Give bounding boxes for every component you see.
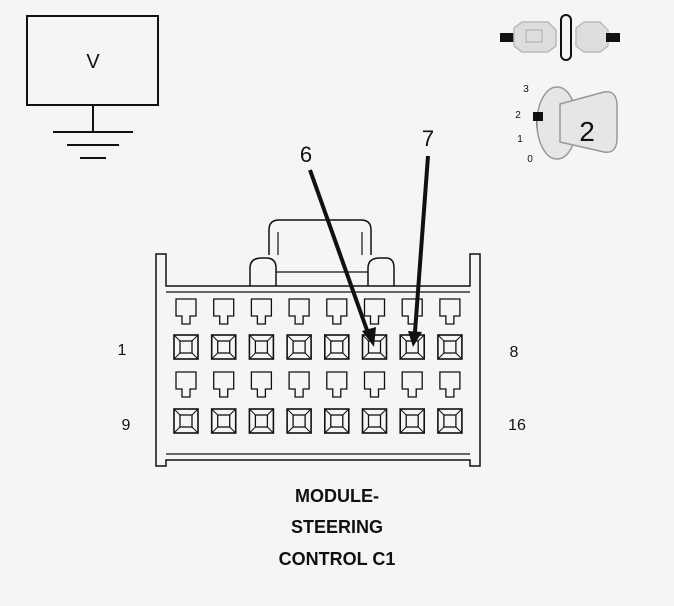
pin-terminal-12 (292, 414, 306, 428)
pin-terminal-13 (330, 414, 344, 428)
pin-latch-1 (175, 298, 197, 325)
pin-latch-4 (288, 298, 310, 325)
pin-cavity-15 (399, 408, 426, 434)
pin-bevel-9 (173, 408, 199, 434)
pin-latch-10 (213, 371, 235, 398)
pin-terminal-15 (405, 414, 419, 428)
pin-bevel-10 (211, 408, 237, 434)
callout-7: 7 (408, 126, 434, 347)
pin-cavity-3 (248, 334, 275, 360)
pin-latch-12 (288, 371, 310, 398)
voltmeter-label: V (86, 51, 100, 73)
voltmeter-symbol: V (26, 15, 159, 159)
pin-terminal-14 (367, 414, 382, 428)
pin-bevel-14 (362, 408, 387, 434)
pin-bevel-13 (324, 408, 350, 434)
pin-cavity-13 (323, 408, 350, 434)
pin-bevel-6 (362, 334, 387, 360)
caption-line-1: MODULE- (295, 486, 379, 506)
pin-latch-9 (175, 371, 197, 398)
pin-terminal-1 (179, 340, 193, 354)
pin-terminal-10 (217, 414, 231, 428)
connector-pins (173, 298, 463, 434)
pin-bevel-4 (286, 334, 312, 360)
caption-line-2: STEERING (290, 517, 383, 537)
pin-cavity-10 (210, 408, 237, 434)
pin-terminal-5 (330, 340, 344, 354)
caption-line-3: CONTROL C1 (278, 549, 396, 569)
disconnect-connector-icon (500, 14, 620, 61)
pin-latch-3 (250, 298, 273, 325)
pin-latch-14 (363, 371, 386, 398)
pin-bevel-16 (437, 408, 463, 434)
pin-terminal-4 (292, 340, 306, 354)
pin-terminal-6 (367, 340, 382, 354)
pin-bevel-12 (286, 408, 312, 434)
pin-label-16: 16 (508, 417, 526, 434)
pin-bevel-15 (399, 408, 425, 434)
pin-latch-6 (363, 298, 386, 325)
callout-6-label: 6 (300, 142, 312, 167)
pin-cavity-9 (173, 408, 199, 434)
connector-body (155, 219, 481, 467)
key-position-2: 2 (515, 110, 521, 121)
pin-cavity-16 (437, 408, 463, 434)
ignition-key-icon: 2 3 2 1 0 (515, 84, 618, 165)
pin-cavity-11 (248, 408, 275, 434)
pin-latch-13 (326, 371, 348, 398)
key-position-selected: 2 (579, 116, 595, 147)
pin-latch-2 (213, 298, 235, 325)
pin-cavity-5 (323, 334, 350, 360)
pin-label-8: 8 (510, 344, 519, 361)
key-position-1: 1 (517, 134, 523, 145)
pin-cavity-2 (210, 334, 237, 360)
pin-label-9: 9 (122, 417, 131, 434)
pin-terminal-11 (254, 414, 269, 428)
pin-latch-15 (401, 371, 423, 398)
pin-latch-7 (401, 298, 423, 325)
pin-bevel-7 (399, 334, 425, 360)
pin-latch-5 (326, 298, 348, 325)
callout-6: 6 (300, 142, 376, 347)
pin-latch-8 (439, 298, 461, 325)
pin-bevel-2 (211, 334, 237, 360)
pin-bevel-3 (249, 334, 274, 360)
key-position-3: 3 (523, 84, 529, 95)
pin-terminal-16 (443, 414, 457, 428)
pin-cavity-12 (286, 408, 312, 434)
key-position-0: 0 (527, 154, 533, 165)
pin-terminal-3 (254, 340, 269, 354)
pin-terminal-9 (179, 414, 193, 428)
pin-cavity-14 (361, 408, 388, 434)
pin-cavity-4 (286, 334, 312, 360)
pin-bevel-11 (249, 408, 274, 434)
pin-terminal-2 (217, 340, 231, 354)
pin-bevel-1 (173, 334, 199, 360)
callout-7-label: 7 (422, 126, 434, 151)
pin-cavity-1 (173, 334, 199, 360)
pin-label-1: 1 (118, 342, 127, 359)
pin-latch-16 (439, 371, 461, 398)
pin-cavity-8 (437, 334, 463, 360)
pin-terminal-8 (443, 340, 457, 354)
pin-bevel-8 (437, 334, 463, 360)
pin-bevel-5 (324, 334, 350, 360)
pin-latch-11 (250, 371, 273, 398)
